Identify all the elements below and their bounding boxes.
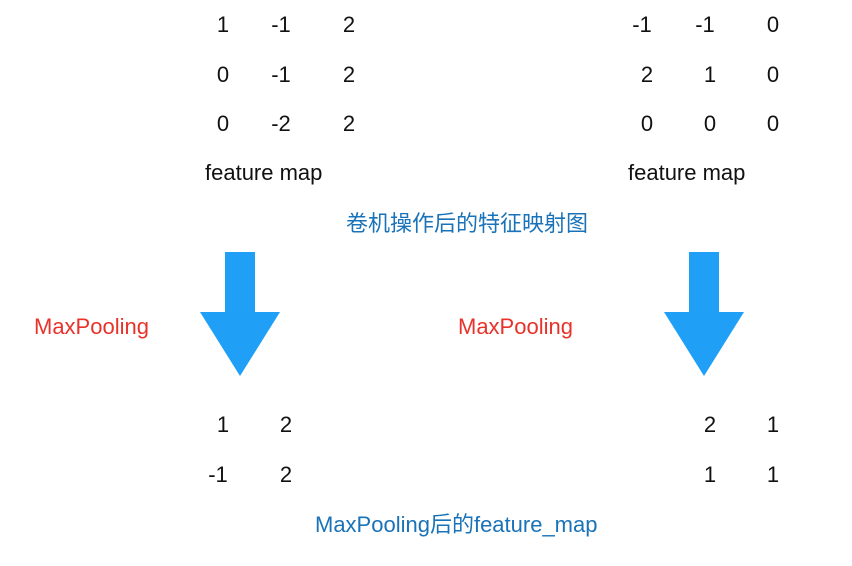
- pooled-caption: MaxPooling后的feature_map: [315, 512, 598, 537]
- matrix-cell: 2: [342, 12, 356, 37]
- matrix-cell: 2: [342, 111, 356, 136]
- matrix-cell: 0: [766, 62, 780, 87]
- right-maxpooling-label: MaxPooling: [458, 314, 573, 339]
- matrix-cell: -1: [632, 12, 652, 37]
- matrix-cell: -2: [271, 111, 291, 136]
- matrix-cell: -1: [695, 12, 715, 37]
- left-down-arrow-icon: [200, 252, 280, 376]
- matrix-cell: -1: [271, 12, 291, 37]
- matrix-cell: 1: [216, 412, 230, 437]
- matrix-cell: -1: [208, 462, 228, 487]
- conv-caption: 卷机操作后的特征映射图: [346, 211, 589, 236]
- matrix-cell: 2: [703, 412, 717, 437]
- matrix-cell: 1: [766, 412, 780, 437]
- matrix-cell: 0: [216, 111, 230, 136]
- right-feature-map-label: feature map: [628, 160, 746, 185]
- matrix-cell: 1: [216, 12, 230, 37]
- matrix-cell: 0: [766, 111, 780, 136]
- matrix-cell: 1: [703, 462, 717, 487]
- left-maxpooling-label: MaxPooling: [34, 314, 149, 339]
- left-feature-map-label: feature map: [205, 160, 323, 185]
- matrix-cell: 2: [279, 412, 293, 437]
- matrix-cell: 1: [703, 62, 717, 87]
- right-down-arrow-icon: [664, 252, 744, 376]
- matrix-cell: 1: [766, 462, 780, 487]
- matrix-cell: 0: [216, 62, 230, 87]
- arrow-shape: [664, 252, 744, 376]
- matrix-cell: 0: [766, 12, 780, 37]
- matrix-cell: 0: [703, 111, 717, 136]
- matrix-cell: 2: [342, 62, 356, 87]
- matrix-cell: 2: [640, 62, 654, 87]
- arrow-shape: [200, 252, 280, 376]
- matrix-cell: 0: [640, 111, 654, 136]
- matrix-cell: 2: [279, 462, 293, 487]
- matrix-cell: -1: [271, 62, 291, 87]
